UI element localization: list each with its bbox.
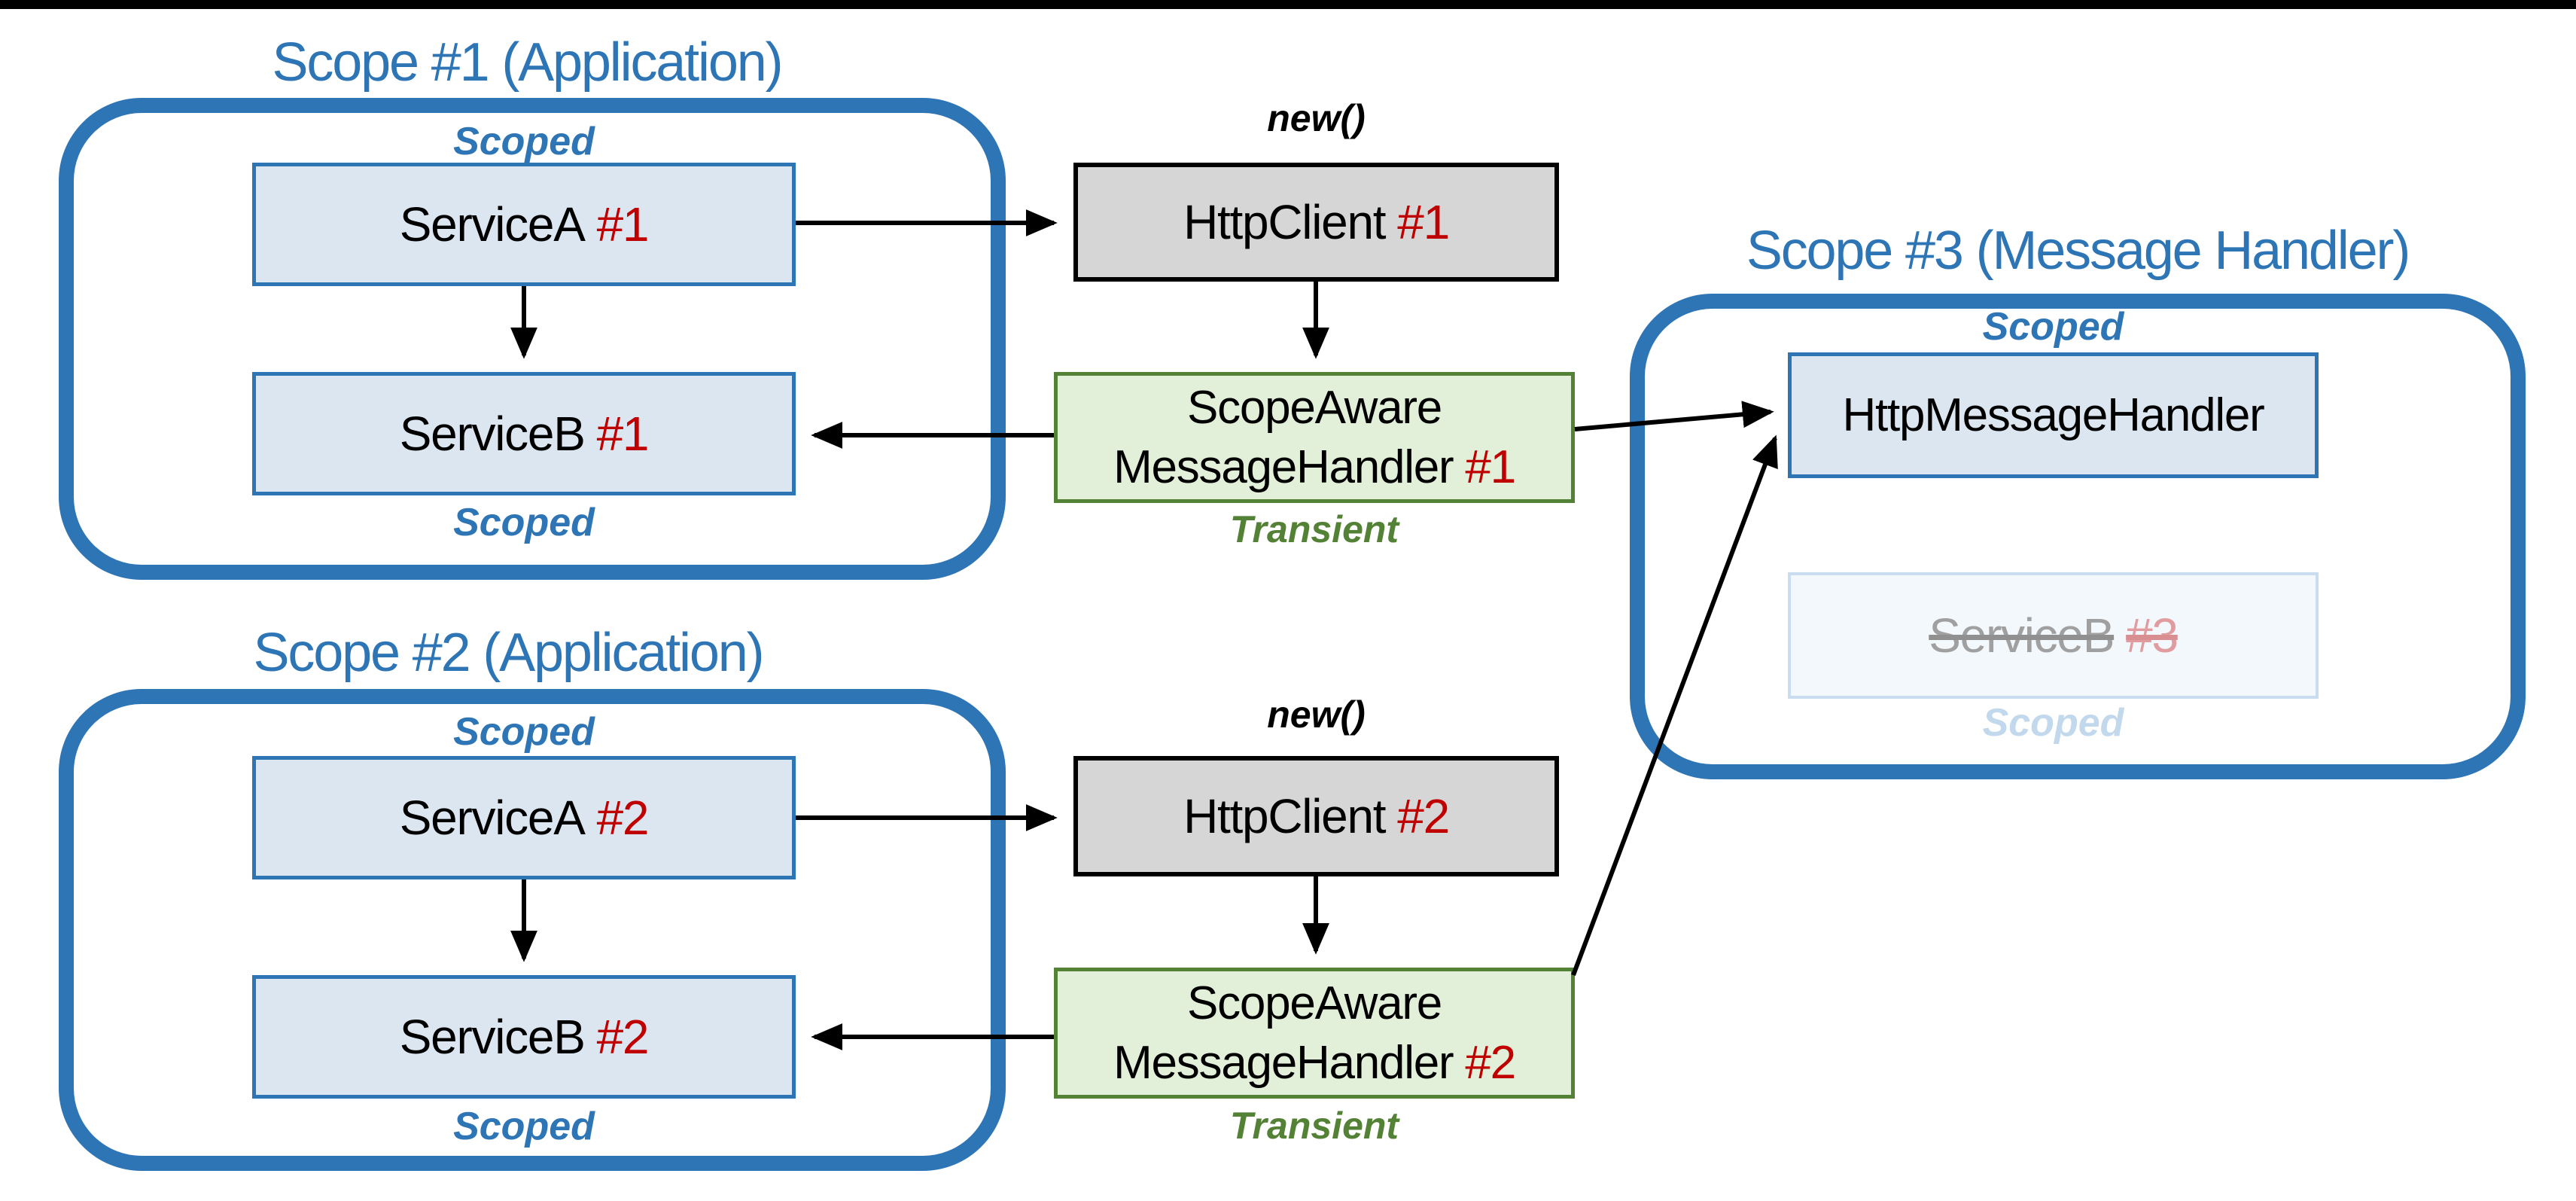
scope1-scoped-bottom-label: Scoped [453,501,595,544]
scope-aware-handler2-line2: MessageHandler [1113,1037,1454,1089]
service-b2-label: ServiceB [399,1010,586,1064]
scope-aware-handler2-instance: #2 [1465,1037,1516,1089]
service-a2-instance: #2 [596,791,650,845]
http-message-handler-label: HttpMessageHandler [1842,389,2264,441]
http-message-handler-box: HttpMessageHandler [1788,352,2319,478]
scope-aware-handler2-line1: ScopeAware [1186,977,1442,1029]
service-b3-label: ServiceB [1929,608,2115,663]
scope3-scoped-top-label: Scoped [1982,305,2124,349]
http-client2-instance: #2 [1397,789,1450,843]
http-client1-box: HttpClient#1 [1073,163,1559,282]
service-b3-disposed-box: ServiceB#3 [1788,572,2319,699]
service-a1-label: ServiceA [399,197,586,251]
scope-aware-handler1-line1: ScopeAware [1186,381,1442,434]
scope1-container [59,98,1006,580]
scope-aware-handler2-box: ScopeAware MessageHandler#2 [1054,968,1575,1099]
service-b2-instance: #2 [596,1010,650,1064]
http-client2-label: HttpClient [1183,789,1386,843]
scope3-scoped-bottom-label: Scoped [1982,701,2124,745]
scope2-title: Scope #2 (Application) [253,623,765,683]
scope1-scoped-top-label: Scoped [453,120,595,163]
scope2-scoped-bottom-label: Scoped [453,1105,595,1148]
top-black-bar [0,0,2576,9]
scope1-title: Scope #1 (Application) [272,32,784,93]
new-label-2: new() [1267,693,1366,736]
scope-aware-handler1-instance: #1 [1465,441,1516,493]
transient-label-1: Transient [1229,508,1399,550]
scope2-container [59,689,1006,1171]
service-b1-box: ServiceB#1 [252,372,796,495]
service-b1-label: ServiceB [399,407,586,461]
new-label-1: new() [1267,97,1366,139]
service-a1-box: ServiceA#1 [252,163,796,286]
http-client2-box: HttpClient#2 [1073,756,1559,876]
service-a1-instance: #1 [596,197,650,251]
scope-aware-handler1-line2: MessageHandler [1113,441,1454,493]
scope2-scoped-top-label: Scoped [453,710,595,754]
service-a2-box: ServiceA#2 [252,756,796,879]
service-a2-label: ServiceA [399,791,586,845]
service-b2-box: ServiceB#2 [252,975,796,1099]
transient-label-2: Transient [1229,1105,1399,1147]
service-b3-instance: #3 [2126,608,2179,663]
scope-aware-handler1-box: ScopeAware MessageHandler#1 [1054,372,1575,503]
scope3-title: Scope #3 (Message Handler) [1746,221,2411,281]
http-client1-instance: #1 [1397,195,1450,249]
service-b1-instance: #1 [596,407,650,461]
http-client1-label: HttpClient [1183,195,1386,249]
